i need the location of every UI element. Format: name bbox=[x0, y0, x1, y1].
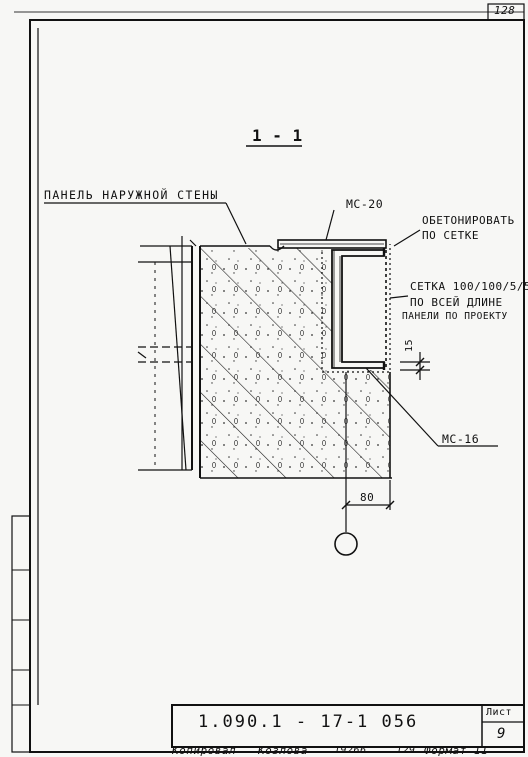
label-panel: ПАНЕЛЬ НАРУЖНОЙ СТЕНЫ bbox=[44, 188, 219, 202]
leader-concrete bbox=[393, 229, 421, 247]
label-concrete-2: ПО СЕТКЕ bbox=[422, 229, 479, 242]
corner-box bbox=[487, 3, 525, 21]
sheet-number: 9 bbox=[497, 726, 506, 742]
label-mc16: МС-16 bbox=[442, 432, 480, 446]
binding-strip bbox=[11, 515, 31, 753]
wall-section bbox=[199, 245, 392, 479]
label-mesh-3: ПАНЕЛИ ПО ПРОЕКТУ bbox=[402, 311, 508, 322]
dimension-15: 15 bbox=[404, 338, 415, 352]
label-concrete-1: ОБЕТОНИРОВАТЬ bbox=[422, 214, 515, 227]
axis-marker-circle bbox=[334, 532, 358, 556]
label-mesh-2: ПО ВСЕЙ ДЛИНЕ bbox=[410, 296, 503, 309]
footer-copied: Копировал bbox=[172, 744, 237, 757]
leader-mc20 bbox=[325, 209, 335, 241]
footer-format: Формат 11 bbox=[424, 744, 489, 757]
document-code: 1.090.1 - 17-1 056 bbox=[198, 712, 419, 732]
mesh-envelope bbox=[321, 244, 391, 373]
label-mc20: МС-20 bbox=[346, 197, 384, 211]
footer-name: Козлова bbox=[258, 744, 308, 757]
label-mesh-1: СЕТКА 100/100/5/5 bbox=[410, 280, 528, 293]
channel-mc16 bbox=[331, 248, 386, 370]
dimension-80: 80 bbox=[360, 491, 375, 504]
plate-mc20 bbox=[277, 239, 387, 249]
leader-mesh bbox=[389, 295, 409, 299]
title-block bbox=[171, 704, 525, 748]
footer-order-number: 19266 bbox=[334, 745, 367, 756]
footer-count: 129 bbox=[396, 745, 416, 756]
sheet-label: Лист bbox=[486, 707, 513, 718]
leader-mc16 bbox=[365, 367, 439, 447]
section-title: 1 - 1 bbox=[252, 126, 303, 145]
outer-frame bbox=[29, 19, 525, 753]
corner-page-number: 128 bbox=[494, 4, 516, 17]
